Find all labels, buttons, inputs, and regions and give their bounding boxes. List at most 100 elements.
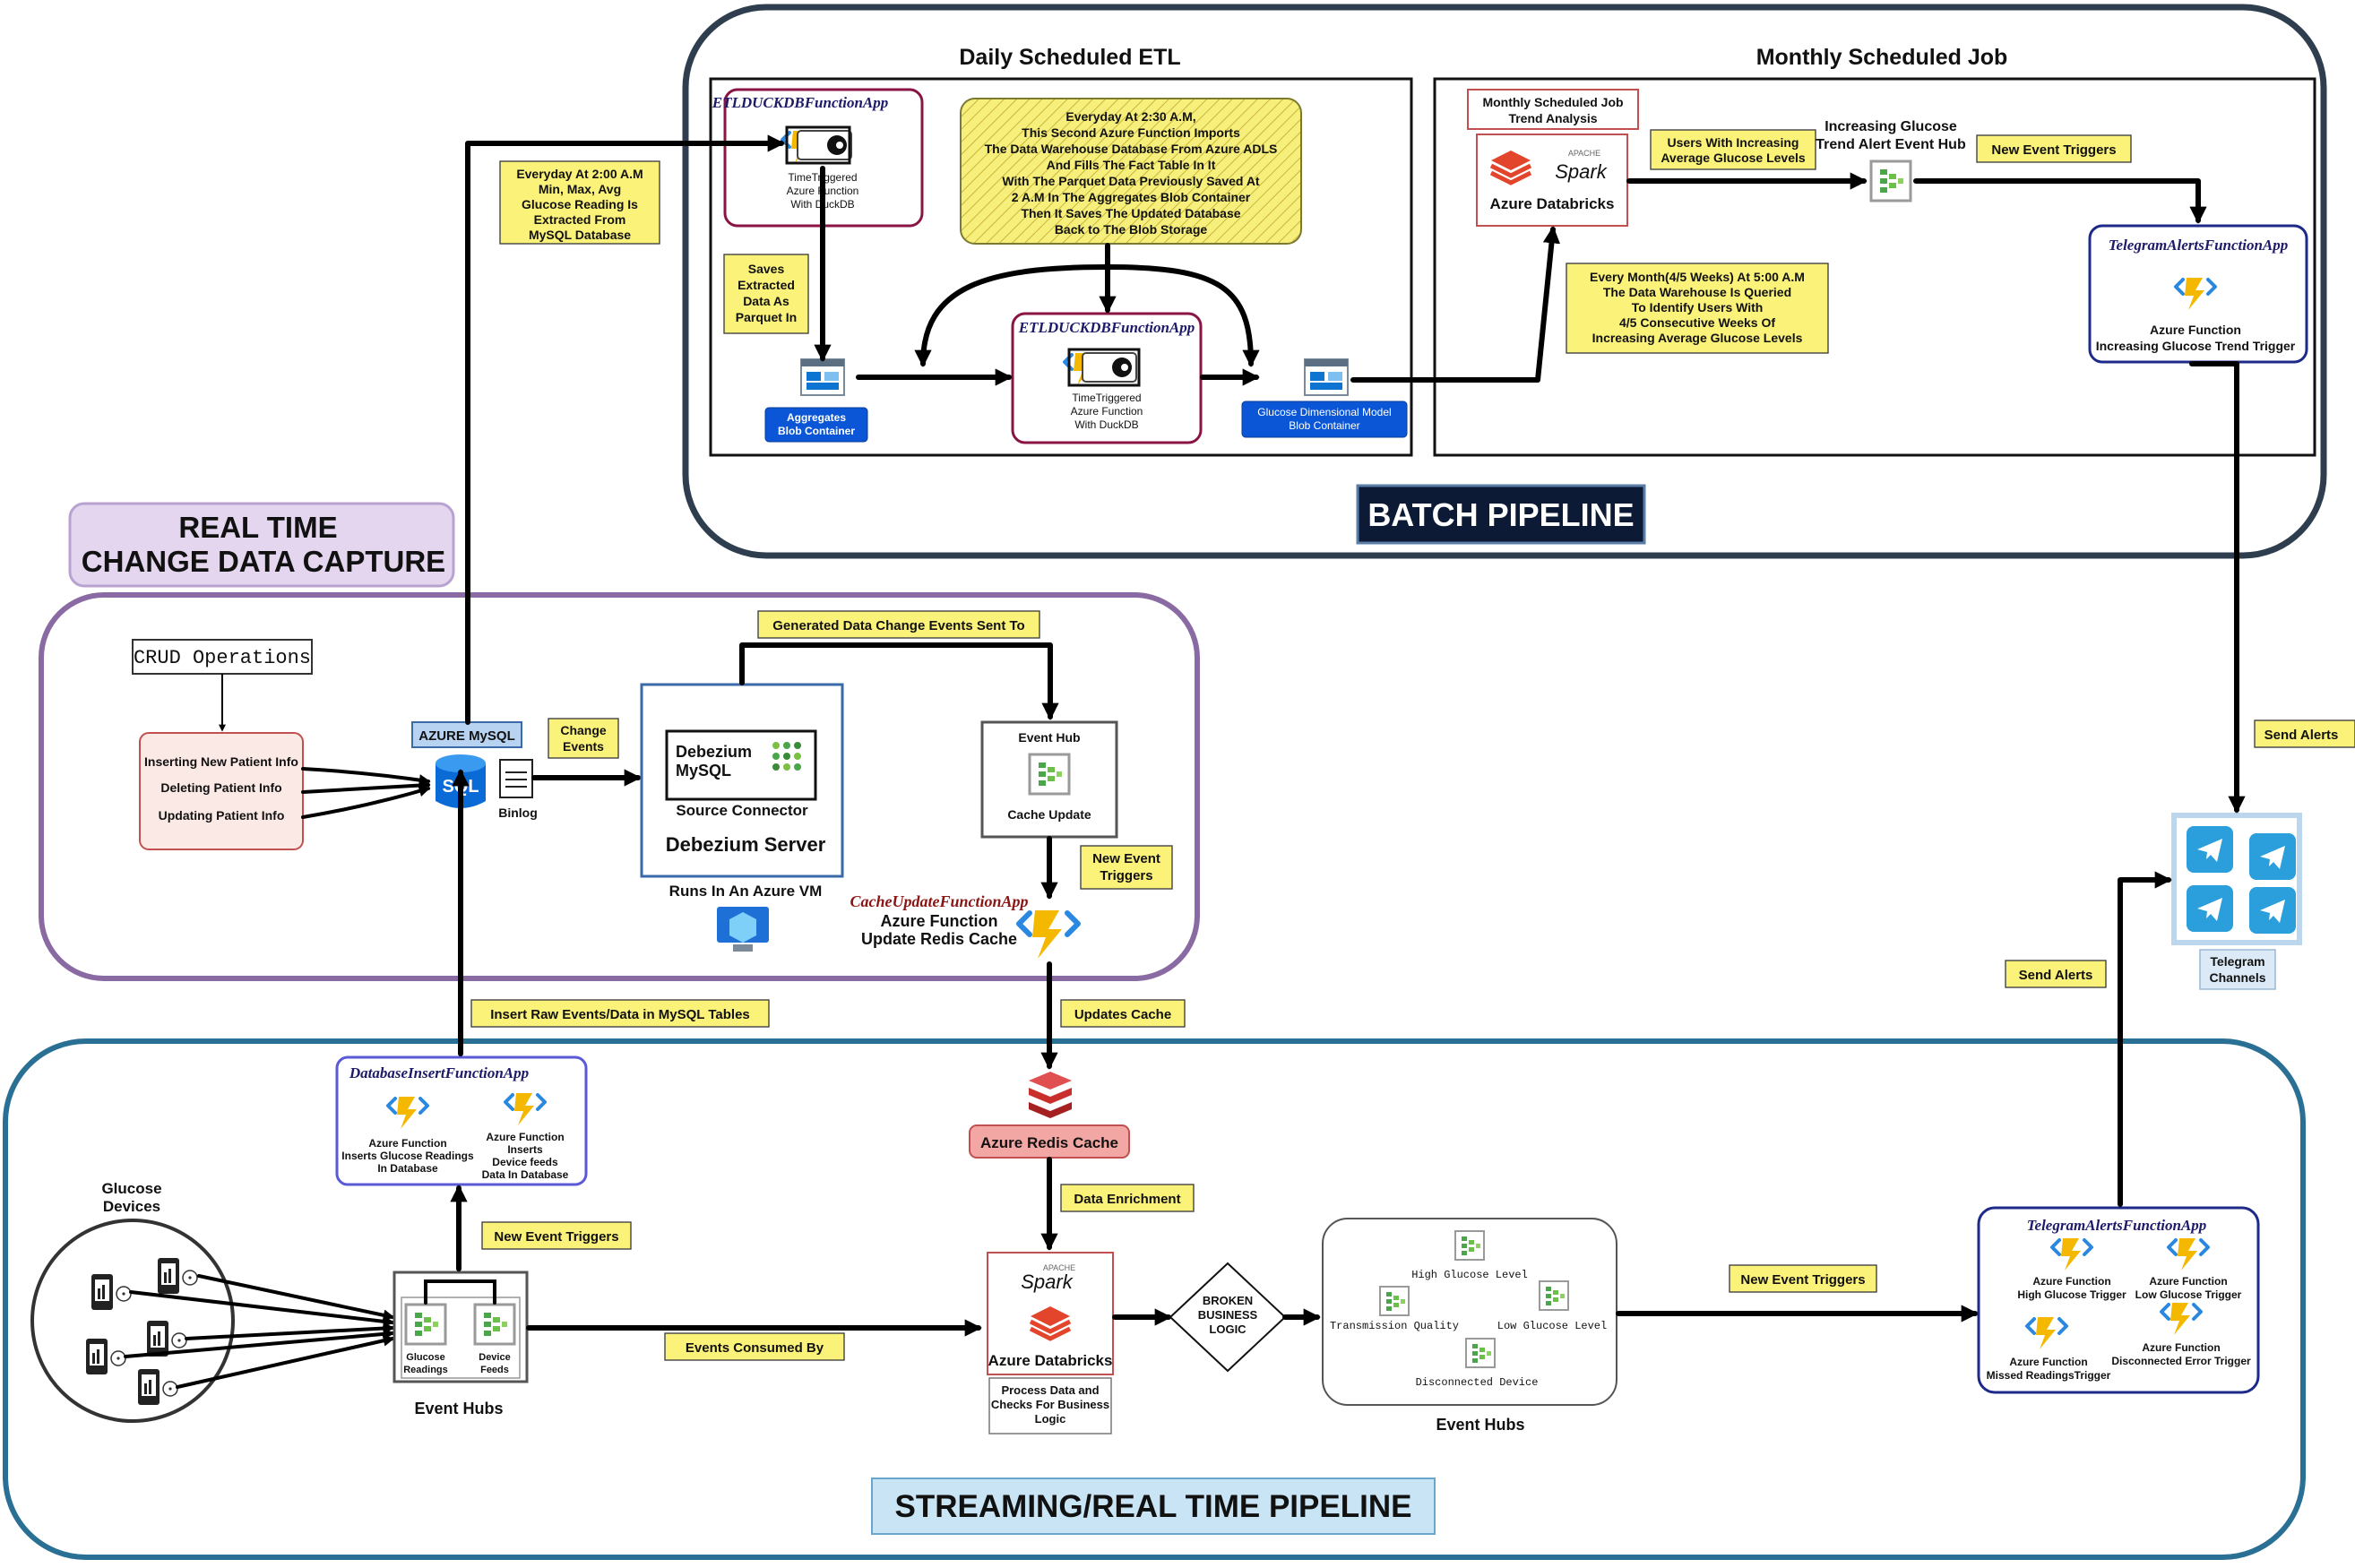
batch-pipeline-title: BATCH PIPELINE bbox=[1367, 496, 1634, 533]
arrow-note-to-dim-container bbox=[1105, 264, 1260, 367]
telegram-icon bbox=[2187, 885, 2233, 932]
hub-device-label-2: Feeds bbox=[480, 1365, 509, 1375]
note-stream-new-event-1-text: New Event Triggers bbox=[494, 1229, 618, 1245]
arrow-note-to-aggregates bbox=[914, 264, 1110, 367]
db-function-2-line: Azure Function bbox=[486, 1131, 564, 1143]
etl-function-app-1-name: ETLDUCKDBFunctionApp bbox=[712, 94, 889, 111]
note-230-line: 2 A.M In The Aggregates Blob Container bbox=[1012, 190, 1251, 204]
hub-low-glucose-label: Low Glucose Level bbox=[1497, 1320, 1607, 1332]
note-stream-new-event-2-text: New Event Triggers bbox=[1740, 1272, 1865, 1288]
note-events-consumed-text: Events Consumed By bbox=[686, 1340, 824, 1356]
databricks-desc-line: Process Data and bbox=[1001, 1383, 1099, 1397]
monthly-databricks-label: Azure Databricks bbox=[1490, 195, 1615, 212]
arrow-mysql-to-etl-app bbox=[465, 134, 785, 725]
alert-event-hubs-label: Event Hubs bbox=[1436, 1416, 1524, 1434]
cache-event-hub-title: Event Hub bbox=[1018, 730, 1080, 745]
streaming-border bbox=[3, 1038, 2306, 1560]
db-function-2-line: Inserts bbox=[507, 1143, 543, 1156]
spark-icon: Spark bbox=[1555, 160, 1607, 183]
hub-glucose-label-2: Readings bbox=[403, 1365, 448, 1375]
daily-etl-title: Daily Scheduled ETL bbox=[959, 45, 1180, 70]
hub-high-glucose-label: High Glucose Level bbox=[1411, 1269, 1528, 1281]
vm-monitor-icon bbox=[717, 907, 769, 952]
dim-container-line-2: Blob Container bbox=[1289, 419, 1359, 432]
note-send-alerts-2-text: Send Alerts bbox=[2019, 968, 2093, 983]
event-hub-icon bbox=[1379, 1286, 1410, 1316]
glucose-devices-circle bbox=[30, 1219, 235, 1423]
note-230-line: The Data Warehouse Database From Azure A… bbox=[985, 142, 1278, 156]
azure-mysql-badge bbox=[411, 721, 522, 748]
note-230-line: This Second Azure Function Imports bbox=[1022, 125, 1240, 140]
event-hub-icon bbox=[473, 1303, 516, 1346]
etl-function-app-2-name: ETLDUCKDBFunctionApp bbox=[1018, 319, 1195, 336]
redis-icon bbox=[1029, 1072, 1072, 1118]
streaming-title: STREAMING/REAL TIME PIPELINE bbox=[895, 1489, 1412, 1524]
debezium-name-line-1: Debezium bbox=[676, 743, 752, 761]
note-2am-line: MySQL Database bbox=[529, 228, 631, 242]
note-saves-parquet-line-4: Parquet In bbox=[736, 310, 797, 324]
note-month-line: 4/5 Consecutive Weeks Of bbox=[1619, 315, 1775, 330]
note-cdc-new-event-line-2: Triggers bbox=[1100, 868, 1152, 883]
database-insert-app-name: DatabaseInsertFunctionApp bbox=[349, 1064, 529, 1081]
note-change-events-line-1: Change bbox=[560, 723, 607, 737]
monthly-job-label-line-2: Trend Analysis bbox=[1508, 111, 1597, 125]
hub-device-label-1: Device bbox=[479, 1352, 510, 1363]
telegram-icon bbox=[2249, 887, 2296, 934]
note-generated-events bbox=[757, 610, 1040, 639]
note-saves-parquet-line-3: Data As bbox=[743, 294, 789, 308]
arrow-streaming-telegram-app-to-channels bbox=[2118, 871, 2172, 1207]
duckdb-icon bbox=[797, 130, 852, 160]
note-230-line: Everyday At 2:30 A.M, bbox=[1065, 109, 1195, 124]
note-cdc-new-event bbox=[1080, 845, 1173, 890]
cdc-border bbox=[39, 592, 1200, 981]
telegram-app-monthly-name: TelegramAlertsFunctionApp bbox=[2109, 237, 2289, 254]
blob-container-icon bbox=[1304, 358, 1349, 396]
db-function-2-line: Data In Database bbox=[482, 1168, 569, 1181]
note-users-increasing bbox=[1650, 129, 1816, 170]
trend-hub-label-line-1: Increasing Glucose bbox=[1824, 119, 1957, 134]
databricks-desc-line: Checks For Business bbox=[991, 1398, 1109, 1411]
broken-logic-line-2: BUSINESS bbox=[1198, 1308, 1258, 1322]
spark-icon: Spark bbox=[1021, 1271, 1073, 1293]
telegram-channels: Telegram Channels Send Alerts Send Alert… bbox=[2005, 361, 2355, 1207]
event-hub-icon bbox=[1454, 1230, 1485, 1261]
telegram-channels-label-box bbox=[2199, 949, 2276, 990]
tg-function-high-line: High Glucose Trigger bbox=[2017, 1288, 2126, 1301]
note-2am-line: Extracted From bbox=[534, 212, 626, 227]
azure-redis-cache-label: Azure Redis Cache bbox=[980, 1134, 1118, 1151]
arrow-debezium-to-event-hub bbox=[739, 642, 1059, 720]
tg-function-low-line: Azure Function bbox=[2149, 1275, 2227, 1288]
cache-event-hub-label: Cache Update bbox=[1007, 807, 1091, 822]
note-saves-parquet bbox=[723, 254, 809, 334]
event-hub-icon bbox=[404, 1303, 447, 1346]
note-230-line: With The Parquet Data Previously Saved A… bbox=[1002, 174, 1260, 188]
note-users-line-1: Users With Increasing bbox=[1668, 135, 1799, 150]
streaming-databricks-label: Azure Databricks bbox=[988, 1352, 1113, 1369]
note-insert-raw-events-text: Insert Raw Events/Data in MySQL Tables bbox=[490, 1007, 750, 1022]
tg-function-high-line: Azure Function bbox=[2032, 1275, 2110, 1288]
arrow-telegram-app-to-channels bbox=[2189, 361, 2246, 814]
etl-function-app-2-label-2: Azure Function bbox=[1071, 405, 1143, 418]
aggregates-container-line-1: Aggregates bbox=[787, 411, 846, 424]
note-month-line: To Identify Users With bbox=[1632, 300, 1764, 314]
monthly-job-label bbox=[1467, 89, 1639, 130]
event-hub-icon bbox=[1028, 753, 1071, 796]
note-saves-parquet-line-1: Saves bbox=[748, 262, 785, 276]
telegram-app-monthly-label-1: Azure Function bbox=[2150, 323, 2241, 337]
note-saves-parquet-line-2: Extracted bbox=[738, 278, 795, 292]
db-function-1-line: In Database bbox=[377, 1162, 438, 1175]
note-month-line: Increasing Average Glucose Levels bbox=[1592, 331, 1803, 345]
batch-pipeline-title-box bbox=[1356, 484, 1646, 545]
function-bolt-icon bbox=[1019, 910, 1078, 959]
note-generated-events-text: Generated Data Change Events Sent To bbox=[772, 618, 1024, 633]
telegram-icon bbox=[2187, 826, 2233, 873]
note-updates-cache bbox=[1060, 999, 1186, 1028]
hub-transmission-label: Transmission Quality bbox=[1330, 1320, 1459, 1332]
note-2-30-am-text: Everyday At 2:30 A.M, This Second Azure … bbox=[985, 109, 1278, 237]
note-230-line: And Fills The Fact Table In It bbox=[1047, 158, 1216, 172]
monthly-job-title: Monthly Scheduled Job bbox=[1756, 45, 2008, 70]
note-monthly-new-event-text: New Event Triggers bbox=[1991, 142, 2116, 158]
monthly-job-label-line-1: Monthly Scheduled Job bbox=[1482, 95, 1623, 109]
etl-function-app-2-label-3: With DuckDB bbox=[1074, 418, 1138, 431]
